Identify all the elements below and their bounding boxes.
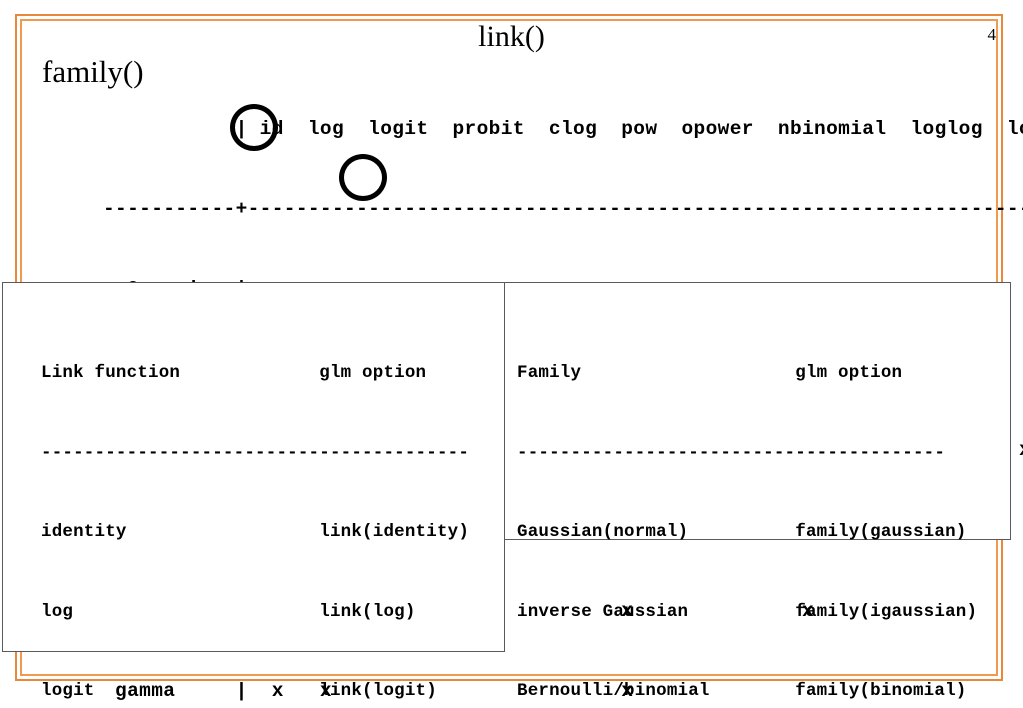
family-table: Family glm option ----------------------…	[517, 307, 977, 708]
highlight-circle-binomial-logit	[339, 154, 387, 201]
matrix-header-row: | id log logit probit clog pow opower nb…	[103, 117, 1023, 140]
highlight-circle-gaussian-identity	[230, 104, 278, 151]
link-table-rule: ----------------------------------------	[41, 442, 470, 463]
family-row-igaussian: inverse Gaussian family(igaussian)	[517, 601, 978, 622]
link-row-logit: logit link(logit)	[41, 681, 437, 701]
family-row-gaussian: Gaussian(normal) family(gaussian)	[517, 522, 967, 542]
link-table-header: Link function glm option	[41, 363, 427, 383]
page-number: 4	[987, 25, 997, 44]
matrix-row-gamma: gamma | x x x	[103, 680, 634, 703]
matrix-rule-row: -----------+----------------------------…	[103, 197, 1023, 220]
family-table-rule: ----------------------------------------	[517, 442, 946, 463]
family-axis-label: family()	[42, 54, 144, 89]
family-row-binomial: Bernoulli/binomial family(binomial)	[517, 681, 967, 701]
link-row-identity: identity link(identity)	[41, 522, 470, 542]
slide-title: link()	[478, 20, 545, 53]
link-row-log: log link(log)	[41, 601, 416, 622]
family-panel: Family glm option ----------------------…	[504, 282, 1011, 701]
link-function-panel: Link function glm option ---------------…	[2, 282, 505, 701]
family-table-header: Family glm option	[517, 363, 903, 383]
link-function-table: Link function glm option ---------------…	[41, 307, 480, 708]
